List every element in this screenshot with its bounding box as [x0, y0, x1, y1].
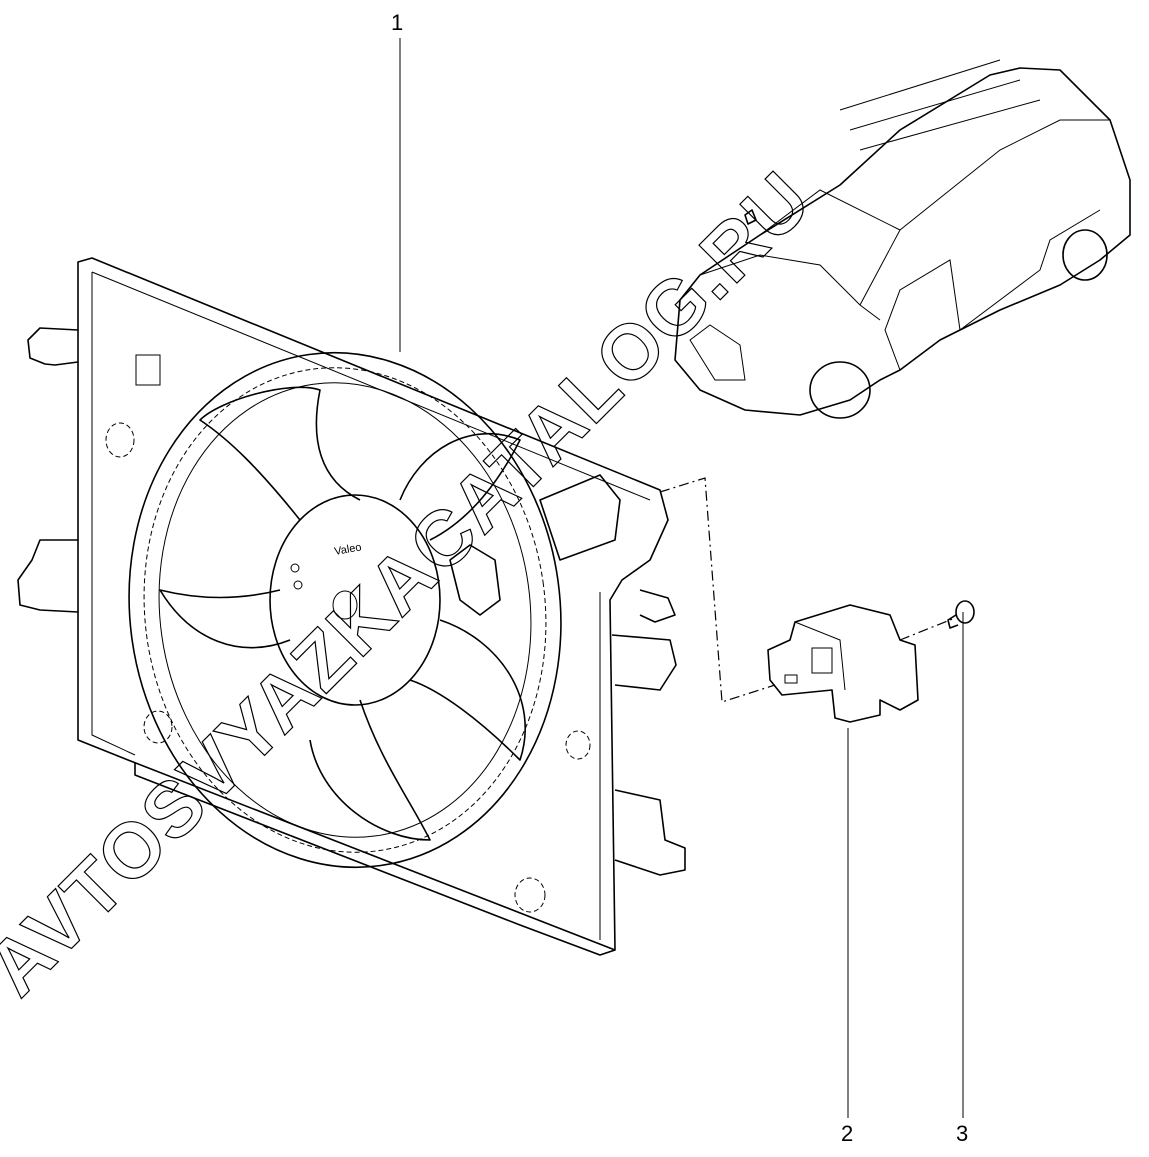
fan-shroud — [17, 257, 686, 956]
assembly-line — [659, 477, 776, 703]
screw-assembly-line — [899, 617, 956, 641]
callout-3: 3 — [956, 1121, 969, 1146]
fan-ring — [128, 351, 562, 869]
fan-connector — [449, 474, 621, 616]
fan-motor-hub: Valeo — [269, 494, 441, 706]
callout-1: 1 — [391, 10, 404, 35]
fan-blades — [159, 386, 526, 841]
resistor-module — [767, 604, 919, 723]
fan-brand-label: Valeo — [333, 541, 362, 558]
vehicle-illustration — [674, 59, 1131, 419]
screw — [947, 600, 975, 629]
callout-2: 2 — [841, 1121, 854, 1146]
